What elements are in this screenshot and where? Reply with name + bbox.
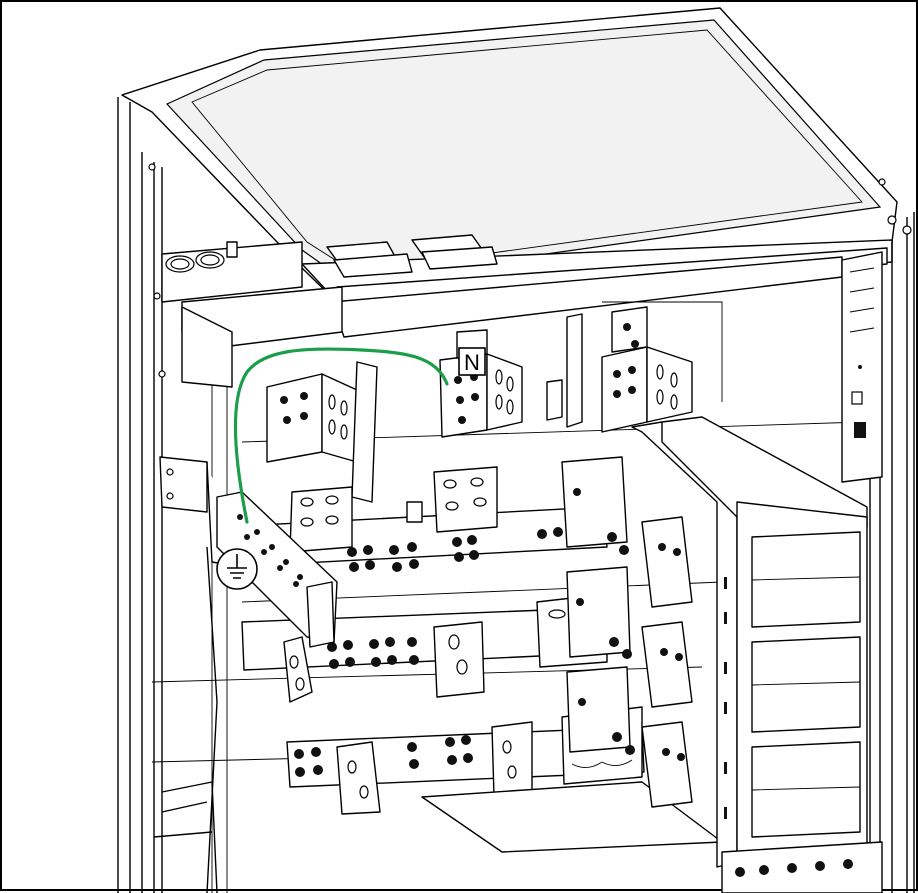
busbar-row-3	[286, 706, 723, 853]
ground-symbol-icon	[216, 548, 258, 590]
ground-busbar	[216, 491, 338, 648]
right-module	[631, 251, 883, 893]
switch-mechanisms	[561, 456, 693, 808]
cable-gland-plate	[161, 241, 343, 388]
upper-supports	[266, 306, 693, 503]
neutral-label-text: N	[464, 350, 480, 375]
busbar-row-1	[221, 466, 608, 572]
neutral-label: N	[458, 347, 486, 376]
cabinet-frame	[117, 7, 915, 893]
ground-wire	[233, 347, 449, 524]
